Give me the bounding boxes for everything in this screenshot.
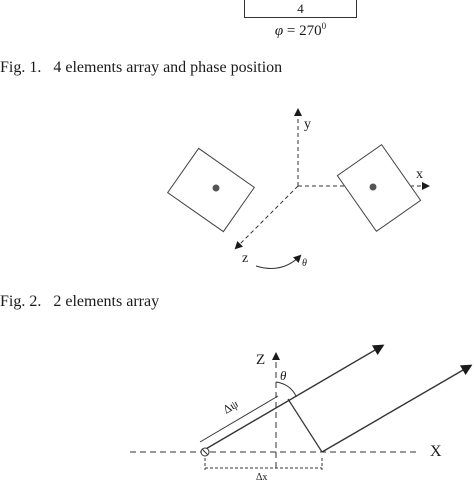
figure-1-caption: Fig. 1. 4 elements array and phase positi… (0, 59, 282, 77)
path-difference-line (199, 395, 279, 443)
z-axis-label: Z (256, 352, 265, 368)
delta-psi-label: Δψ (221, 397, 242, 417)
phase-symbol: φ (274, 23, 284, 39)
left-array-element (166, 147, 256, 233)
caption-text: 4 elements array and phase position (53, 59, 283, 76)
rotation-arrow (255, 254, 302, 269)
right-element-feed (369, 183, 377, 191)
reference-element-cross (201, 448, 209, 456)
caption-number: Fig. 2. (0, 293, 42, 310)
x-axis-label: X (430, 443, 442, 460)
left-ray (203, 344, 385, 451)
theta-arc (275, 381, 297, 397)
perpendicular-line (287, 398, 323, 453)
phase-degree: 0 (321, 21, 327, 31)
phase-equation: φ = 2700 (244, 21, 357, 40)
array-element-cell: 4 (244, 0, 357, 18)
element-number: 4 (297, 1, 304, 16)
right-array-element (336, 143, 422, 233)
right-ray (321, 364, 473, 453)
z-axis (234, 185, 299, 250)
delta-x-label: Δx (256, 472, 267, 482)
caption-number: Fig. 1. (0, 59, 42, 76)
figure-3-diagram: X Z θ Δψ Δx (130, 344, 473, 482)
y-axis-label: y (304, 117, 311, 132)
x-axis-label: x (416, 167, 423, 182)
figure-2-caption: Fig. 2. 2 elements array (0, 293, 159, 311)
theta-label: θ (280, 368, 287, 383)
left-element-feed (212, 184, 220, 192)
caption-text: 2 elements array (53, 293, 160, 310)
phase-value: 270 (299, 23, 322, 39)
rotation-theta-label: θ (302, 258, 307, 269)
phase-equals: = (283, 23, 300, 39)
figure-2-diagram: y x z θ (166, 108, 430, 269)
z-axis-label: z (242, 251, 248, 266)
